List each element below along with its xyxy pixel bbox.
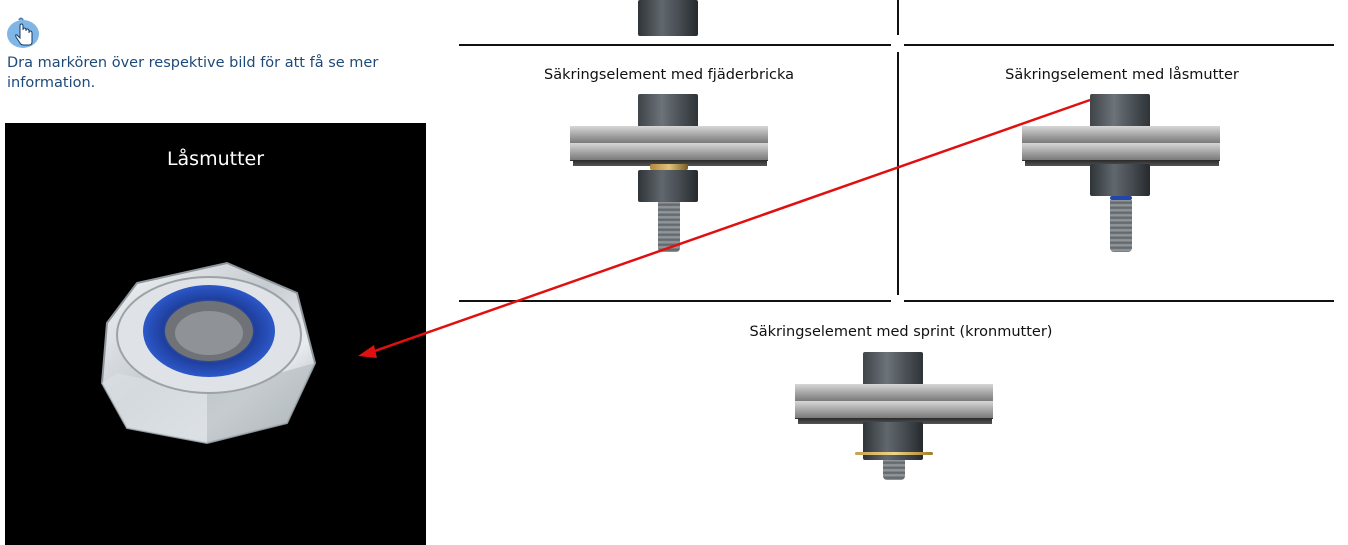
fastener-spring-washer[interactable]: [570, 94, 768, 254]
detail-panel: Låsmutter: [5, 123, 426, 545]
detail-title: Låsmutter: [166, 148, 265, 170]
hand-pointer-icon: [5, 16, 41, 50]
grid-divider-horizontal: [459, 300, 891, 302]
lock-nut-photo: [97, 253, 321, 453]
grid-divider-horizontal: [459, 44, 891, 46]
bolt-thread: [1110, 200, 1132, 252]
fastener-split-pin[interactable]: [795, 352, 993, 482]
fastener-lock-nut[interactable]: [1022, 94, 1220, 254]
bolt-head: [1090, 94, 1150, 128]
nut: [638, 0, 698, 36]
plate-shadow: [1025, 160, 1219, 166]
nylon-ring: [1110, 196, 1132, 200]
plate-shadow: [798, 418, 992, 424]
bolt-thread: [883, 460, 905, 480]
split-pin: [855, 452, 933, 455]
bolt-head: [638, 94, 698, 128]
caption-spring-washer: Säkringselement med fjäderbricka: [544, 67, 794, 83]
plate-shadow: [573, 160, 767, 166]
caption-lock-nut: Säkringselement med låsmutter: [1005, 67, 1239, 83]
lock-nut: [1090, 164, 1150, 196]
spring-washer: [650, 164, 688, 170]
grid-divider-horizontal: [904, 44, 1334, 46]
grid-divider-vertical-top: [897, 0, 899, 35]
fastener-top-partial[interactable]: [570, 0, 768, 38]
bolt-thread: [658, 202, 680, 252]
instruction-text: Dra markören över respektive bild för at…: [7, 55, 379, 91]
grid-divider-vertical: [897, 52, 899, 295]
bolt-head: [863, 352, 923, 386]
nut: [638, 170, 698, 202]
caption-split-pin: Säkringselement med sprint (kronmutter): [749, 324, 1053, 340]
grid-divider-horizontal: [904, 300, 1334, 302]
